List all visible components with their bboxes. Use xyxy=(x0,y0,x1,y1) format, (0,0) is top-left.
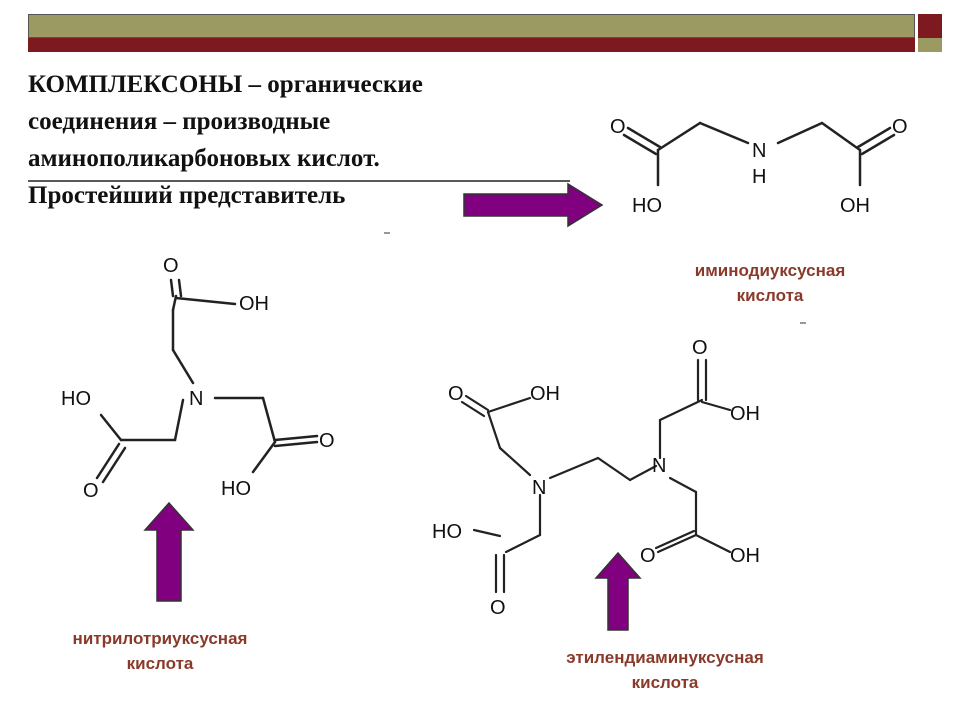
edta-atom-o-1: O xyxy=(448,383,464,405)
header-bar-olive xyxy=(28,14,915,38)
edta-atom-oh-3: OH xyxy=(730,403,760,425)
ida-atom-ho: HO xyxy=(632,195,662,217)
label-iminodiacetic-acid: иминодиуксусная кислота xyxy=(640,258,900,308)
slide-title: КОМПЛЕКСОНЫ – органические соединения – … xyxy=(28,66,588,214)
title-line-1: КОМПЛЕКСОНЫ – органические xyxy=(28,71,423,98)
title-line-2: соединения – производные xyxy=(28,108,331,135)
nta-atom-o-right: O xyxy=(319,430,335,452)
arrow-right-icon xyxy=(463,182,604,228)
ida-atom-o-left: O xyxy=(610,116,626,138)
edta-atom-o-3: O xyxy=(692,337,708,359)
label-line-2: кислота xyxy=(126,654,194,673)
nta-atom-n: N xyxy=(189,388,203,410)
nta-atom-ho-right: HO xyxy=(221,478,251,500)
label-line-1: этилендиаминуксусная xyxy=(566,648,764,667)
title-line-3: аминополикарбоновых кислот. xyxy=(28,145,380,172)
structure-nitrilotriacetic-acid: O OH N HO O O HO xyxy=(61,255,335,502)
title-line-4: Простейший представитель xyxy=(28,182,346,209)
label-line-2: кислота xyxy=(631,673,699,692)
edta-atom-n-right: N xyxy=(652,455,666,477)
nta-atom-ho-left: HO xyxy=(61,388,91,410)
edta-atom-oh-4: OH xyxy=(730,545,760,567)
label-edta: этилендиаминуксусная кислота xyxy=(505,645,825,695)
label-line-1: иминодиуксусная xyxy=(694,261,846,280)
corner-square-olive xyxy=(918,38,942,52)
label-line-1: нитрилотриуксусная xyxy=(72,629,248,648)
header-bar-maroon xyxy=(28,38,915,52)
structure-iminodiacetic-acid: O N H HO O OH xyxy=(610,116,908,217)
edta-atom-o-4: O xyxy=(640,545,656,567)
ida-atom-h: H xyxy=(752,166,766,188)
label-line-2: кислота xyxy=(736,286,804,305)
label-nitrilotriacetic-acid: нитрилотриуксусная кислота xyxy=(25,626,295,676)
ida-atom-n: N xyxy=(752,140,766,162)
nta-atom-o-left: O xyxy=(83,480,99,502)
arrow-up-icon-nta xyxy=(143,501,195,602)
nta-atom-o-top: O xyxy=(163,255,179,277)
edta-atom-o-2: O xyxy=(490,597,506,619)
arrow-up-icon-edta xyxy=(594,551,642,631)
nta-atom-oh-top: OH xyxy=(239,293,269,315)
corner-square-maroon xyxy=(918,14,942,38)
structure-edta: O OH N HO O N O OH O OH xyxy=(432,337,760,619)
ida-atom-oh: OH xyxy=(840,195,870,217)
ida-atom-o-right: O xyxy=(892,116,908,138)
edta-atom-ho-2: HO xyxy=(432,521,462,543)
edta-atom-oh-1: OH xyxy=(530,383,560,405)
edta-atom-n-left: N xyxy=(532,477,546,499)
